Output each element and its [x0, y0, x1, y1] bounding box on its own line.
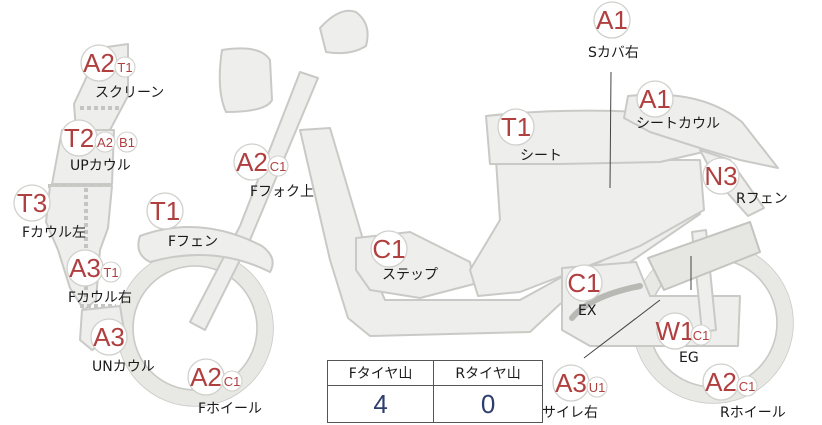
part-label: Rフェン — [736, 191, 788, 207]
badge-circle — [90, 318, 128, 356]
muffler-shape[interactable] — [647, 221, 761, 291]
damage-code-badge: A3 — [69, 253, 101, 283]
badge-circle — [702, 157, 740, 195]
badge-circle — [593, 1, 631, 39]
badge-circle — [221, 370, 243, 392]
damage-code-badge: U1 — [589, 380, 606, 395]
damage-code-badge: B1 — [119, 135, 135, 150]
part-label: Fホイール — [198, 401, 262, 417]
part-label: EX — [578, 303, 597, 319]
damage-code-badge: W1 — [656, 316, 695, 346]
damage-code-badge: C1 — [372, 234, 405, 264]
damage-code-badge: T3 — [17, 188, 47, 218]
part-label: Sカバ右 — [588, 45, 639, 61]
part-tag-seat[interactable]: T1 シート — [497, 108, 562, 164]
badge-circle — [736, 375, 758, 397]
front-fork-shape[interactable] — [189, 71, 319, 331]
f-fender-shape[interactable] — [137, 226, 274, 273]
headlight-shape[interactable] — [218, 47, 273, 113]
tire-tread-table: Fタイヤ山 Rタイヤ山 4 0 — [326, 360, 543, 423]
part-label: Fフォク上 — [250, 184, 314, 200]
damage-code-badge: A3 — [555, 368, 587, 398]
damage-code-badge: C1 — [270, 159, 287, 174]
rear-tire-value[interactable]: 0 — [433, 385, 543, 423]
badge-circle — [690, 324, 712, 346]
mirror-shape — [319, 9, 369, 55]
part-label: シート — [520, 148, 562, 164]
engine-shape[interactable] — [561, 261, 741, 347]
part-tag-seat-cowl[interactable]: A1 シートカウル — [636, 80, 720, 132]
badge-circle — [636, 80, 674, 118]
part-label: シートカウル — [636, 116, 720, 132]
damage-code-badge: N3 — [704, 161, 737, 191]
part-label: スクリーン — [95, 85, 164, 101]
badge-circle — [114, 56, 136, 78]
part-label: Fカウル右 — [68, 290, 132, 306]
badge-circle — [116, 131, 138, 153]
damage-code-badge: T2 — [64, 123, 94, 153]
damage-code-badge: C1 — [739, 379, 756, 394]
front-tire-header: Fタイヤ山 — [326, 360, 435, 386]
damage-code-badge: A1 — [639, 84, 671, 114]
badge-circle — [100, 261, 122, 283]
exhaust-pipe-shape[interactable] — [569, 283, 643, 321]
part-label: Fフェン — [168, 234, 218, 250]
front-tire-value[interactable]: 4 — [326, 385, 435, 423]
badge-circle — [370, 230, 408, 268]
body-shape[interactable] — [469, 159, 705, 297]
part-tag-step[interactable]: C1 ステップ — [370, 230, 438, 283]
damage-code-badge: T1 — [103, 265, 118, 280]
damage-code-badge: A2 — [705, 367, 737, 397]
part-label: Fカウル左 — [22, 225, 86, 241]
damage-code-badge: A2 — [97, 135, 113, 150]
part-label: Rホイール — [720, 405, 786, 421]
damage-code-badge: A1 — [596, 5, 628, 35]
damage-code-badge: A3 — [93, 322, 125, 352]
damage-code-badge: T1 — [150, 196, 180, 226]
part-label: サイレ右 — [542, 405, 598, 421]
part-label: ステップ — [382, 267, 438, 283]
damage-code-badge: T1 — [117, 60, 132, 75]
part-label: EG — [679, 350, 699, 366]
badge-circle — [497, 108, 535, 146]
damage-code-badge: A2 — [83, 48, 115, 78]
part-label: UNカウル — [92, 359, 155, 375]
damage-code-badge: C1 — [693, 328, 710, 343]
part-label: UPカウル — [70, 158, 131, 174]
damage-code-badge: A2 — [236, 147, 268, 177]
badge-circle — [565, 264, 603, 302]
badge-circle — [267, 155, 289, 177]
badge-circle — [146, 192, 184, 230]
damage-code-badge: A2 — [190, 362, 222, 392]
badge-circle — [13, 184, 51, 222]
rear-tire-header: Rタイヤ山 — [433, 360, 543, 386]
damage-code-badge: C1 — [224, 374, 241, 389]
badge-circle — [586, 376, 608, 398]
damage-code-badge: T1 — [501, 112, 531, 142]
damage-code-badge: C1 — [567, 268, 600, 298]
badge-circle — [94, 131, 116, 153]
